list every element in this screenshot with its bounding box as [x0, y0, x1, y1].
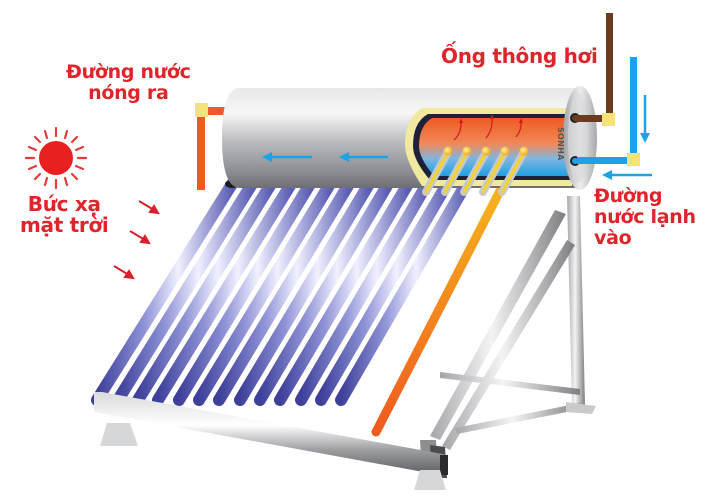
- label-line: nóng ra: [88, 82, 169, 104]
- vacuum-tubes: [91, 178, 510, 437]
- label-vent-pipe: Ống thông hơi: [441, 44, 598, 68]
- label-line: Đường nước: [66, 61, 191, 83]
- support-frame: [420, 196, 596, 478]
- heat-pipes: [422, 146, 529, 196]
- highlighted-tube: [371, 180, 508, 437]
- tank-flow-arrows: [262, 152, 388, 162]
- label-line: nước lạnh: [594, 206, 696, 228]
- vent-pipe: [575, 13, 615, 126]
- storage-tank: [222, 86, 597, 196]
- brand-logo: SONHA: [556, 127, 565, 161]
- label-line: mặt trời: [20, 213, 109, 237]
- bottom-rail: [94, 392, 448, 490]
- label-line: Bức xạ: [27, 192, 101, 216]
- hot-water-pipe: [195, 103, 233, 190]
- label-hot-water-outlet: Đường nước nóng ra: [66, 62, 191, 104]
- label-cold-water-inlet: Đường nước lạnh vào: [594, 186, 696, 249]
- sun-icon: [24, 126, 88, 190]
- label-line: vào: [594, 227, 632, 249]
- cold-water-pipe: [577, 57, 652, 180]
- cold-flow-arrows: [602, 95, 652, 180]
- radiation-arrows: [113, 200, 160, 280]
- label-solar-radiation: Bức xạ mặt trời: [20, 192, 109, 237]
- label-line: Đường: [594, 185, 663, 207]
